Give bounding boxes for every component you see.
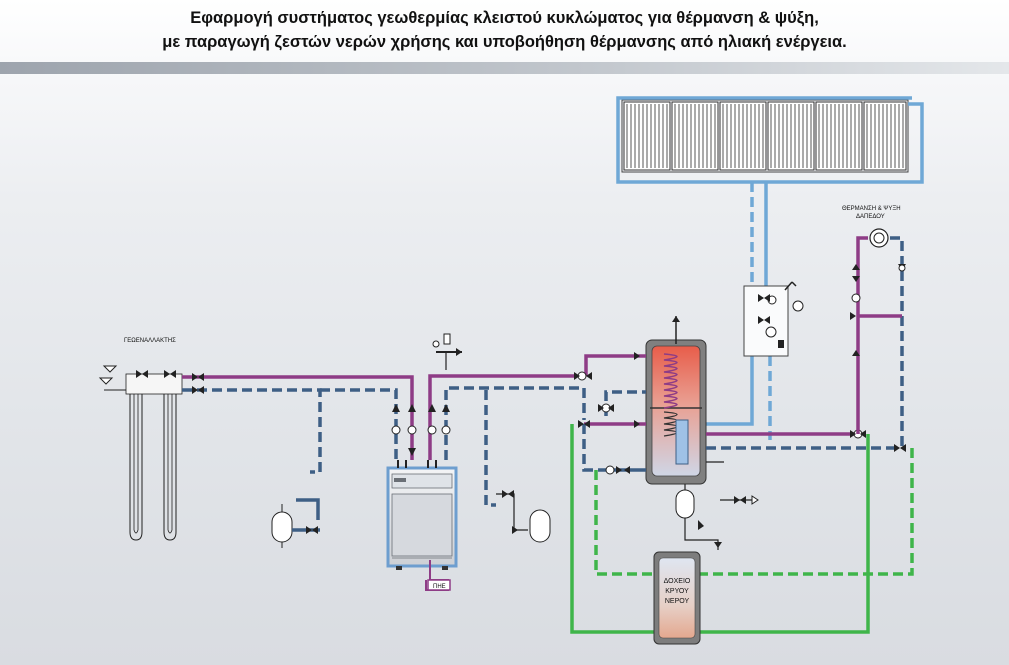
ground-loop-lines (182, 375, 414, 474)
dhw-expansion-group (675, 484, 759, 550)
cold-water-tank: ΔΟΧΕΙΟ ΚΡΥΟΥ ΝΕΡΟΥ (653, 551, 701, 645)
heat-pump-unit: ΠΗΕ (386, 460, 458, 591)
heat-exchanger-label: ΓΕΩΕΝΑΛΛΑΚΤΗΣ (124, 338, 176, 344)
title-line-2: με παραγωγή ζεστών νερών χρήσης και υποβ… (162, 33, 847, 51)
solar-panel-3 (719, 101, 767, 171)
cold-tank-label-line2: ΚΡΥΟΥ (665, 588, 689, 595)
solar-panel-4 (767, 101, 815, 171)
tank-valves (574, 352, 906, 475)
tank-connection-lines (582, 354, 900, 472)
cooling-loop-lines (570, 424, 914, 634)
combi-storage-tank (645, 316, 707, 485)
controller-tag: ΠΗΕ (433, 584, 446, 590)
floor-heating-label-line2: ΔΑΠΕΔΟΥ (856, 214, 885, 220)
solar-panel-2 (671, 101, 719, 171)
title-line-1: Εφαρμογή συστήματος γεωθερμίας κλειστού … (190, 9, 819, 27)
solar-panel-5 (815, 101, 863, 171)
diagram-title: Εφαρμογή συστήματος γεωθερμίας κλειστού … (0, 6, 1009, 54)
header-band (0, 62, 1009, 74)
load-side-valves (427, 333, 462, 435)
ground-loop-valves (192, 373, 417, 456)
floor-heating-loop: ΘΕΡΜΑΝΣΗ & ΨΥΞΗ ΔΑΠΕΔΟΥ (842, 206, 906, 448)
cold-tank-label-line3: ΝΕΡΟΥ (665, 598, 690, 605)
ground-heat-exchanger: ΓΕΩΕΝΑΛΛΑΚΤΗΣ (98, 338, 183, 541)
solar-pump-station (743, 281, 804, 357)
solar-panel-6 (863, 101, 907, 171)
left-expansion-vessel (271, 498, 320, 548)
floor-heating-label-line1: ΘΕΡΜΑΝΣΗ & ΨΥΞΗ (842, 206, 901, 212)
solar-circuit-lines (616, 96, 924, 440)
cold-tank-label-line1: ΔΟΧΕΙΟ (664, 578, 691, 585)
solar-collector-array (621, 99, 909, 173)
solar-panel-1 (623, 101, 671, 171)
right-expansion-vessel (496, 490, 551, 543)
